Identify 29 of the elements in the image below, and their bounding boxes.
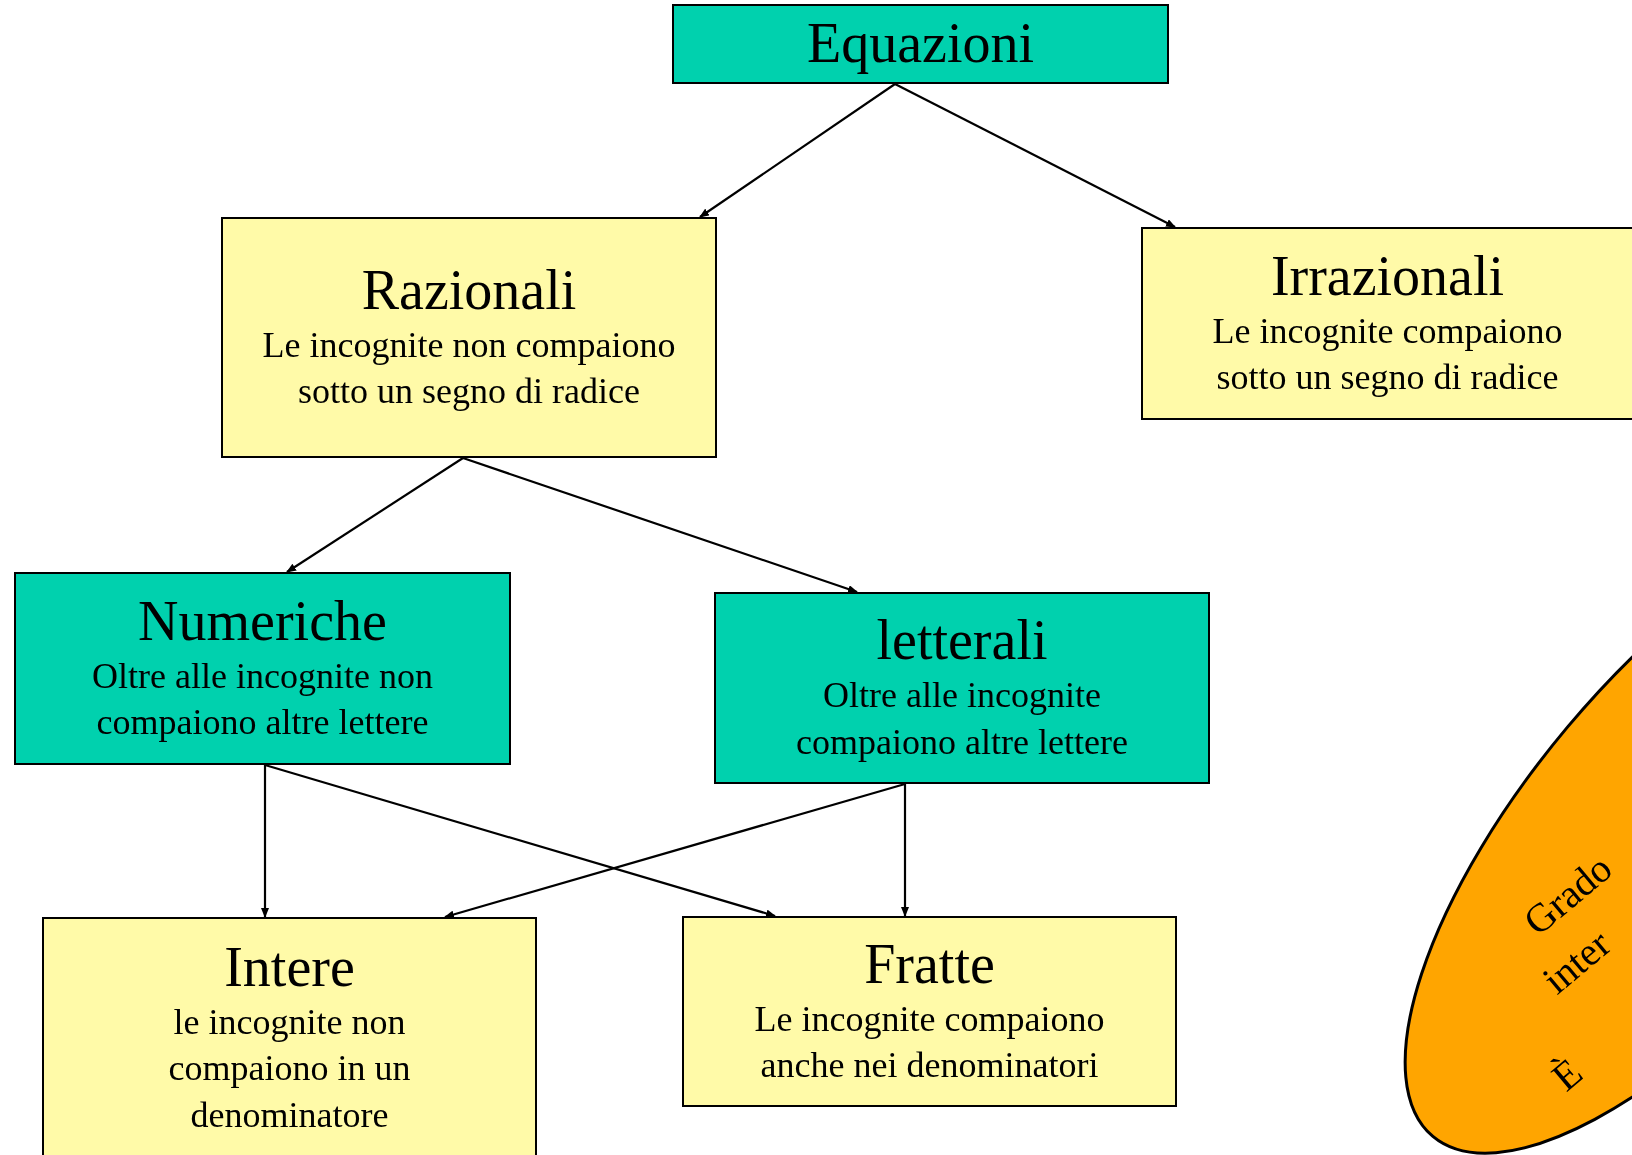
concept-box — [221, 217, 717, 458]
arrow — [699, 83, 896, 218]
concept-box — [714, 592, 1210, 784]
box-description: Oltre alle incognite non compaiono altre lettere — [91, 654, 434, 745]
box-title: letterali — [876, 610, 1048, 672]
arrow — [894, 83, 1176, 228]
oval-text: È — [1545, 1051, 1590, 1099]
concept-box — [42, 917, 537, 1155]
concept-box — [14, 572, 511, 765]
arrow — [901, 784, 909, 917]
box-description: Le incognite non compaiono sotto un segno di radice — [261, 323, 677, 414]
box-title: Razionali — [361, 259, 577, 322]
arrow — [462, 456, 858, 594]
box-title: Irrazionali — [1270, 245, 1505, 308]
box-title: Fratte — [864, 933, 995, 996]
arrow — [286, 457, 464, 573]
box-description: Le incognite compaiono anche nei denominatori — [753, 997, 1106, 1088]
box-description: le incognite non compaiono in un denominatore — [167, 1000, 412, 1138]
box-title: Numeriche — [138, 590, 387, 653]
concept-box — [1141, 227, 1632, 420]
concept-box — [672, 4, 1169, 84]
box-description: Oltre alle incognite compaiono altre lettere — [795, 674, 1129, 764]
box-title: Intere — [224, 937, 355, 999]
arrow — [264, 763, 776, 918]
box-title: Equazioni — [806, 13, 1034, 75]
arrow — [261, 765, 269, 918]
arrow — [444, 782, 906, 919]
box-description: Le incognite compaiono sotto un segno di radice — [1211, 309, 1564, 400]
concept-box — [682, 916, 1177, 1107]
